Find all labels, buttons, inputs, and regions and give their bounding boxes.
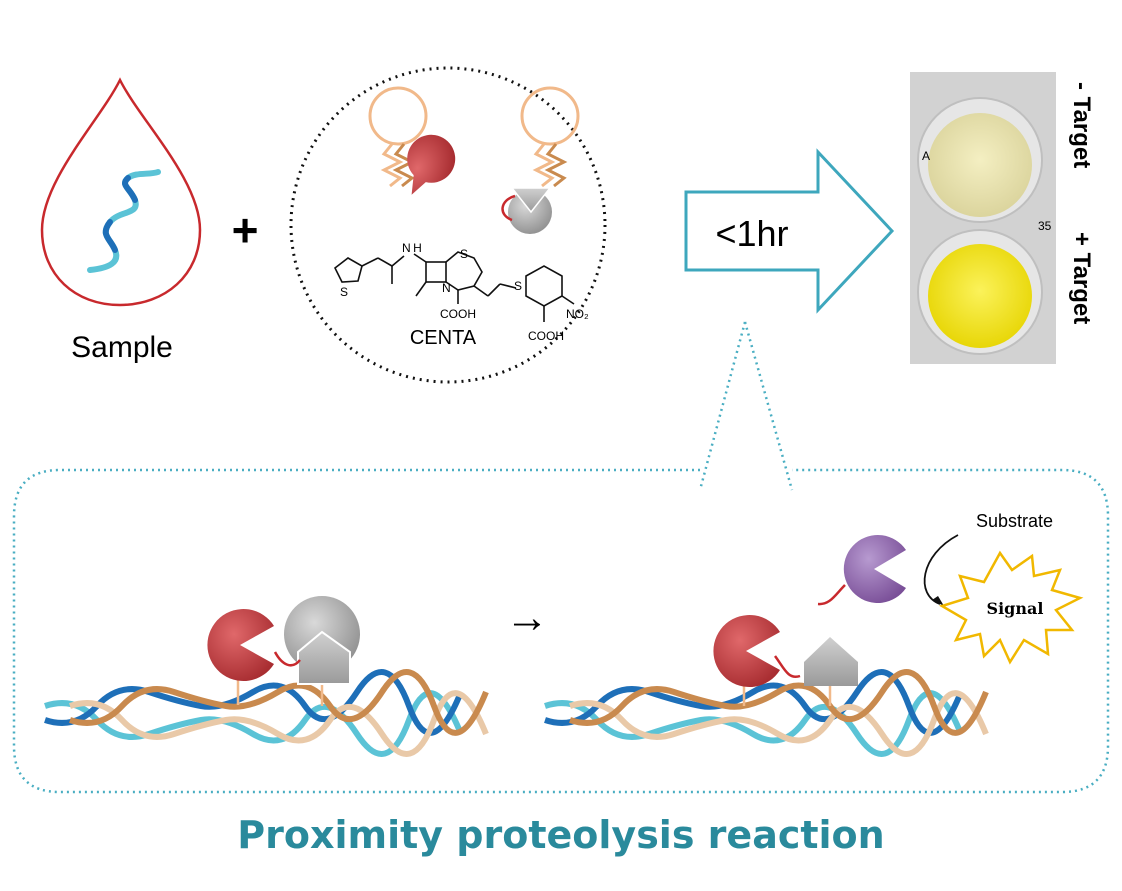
dna-helix-left [44,669,489,757]
reaction-arrow: → [505,593,549,642]
hairpin-loop-icon [368,86,428,146]
callout-pointer [698,321,794,491]
plate-digit: A [922,149,930,163]
bound-complex [207,596,360,706]
atom-s-linker: S [514,279,522,293]
probe-red-enzyme [368,86,456,195]
group-cooh-1: COOH [440,307,476,321]
sample-drop [40,77,202,307]
signal-burst-icon [938,550,1084,665]
red-enzyme-icon [407,134,456,195]
result-photo: A 35 [910,72,1056,364]
time-label: <1hr [715,213,788,254]
red-enzyme-icon [713,614,780,687]
cleaved-complex [713,535,906,706]
probe-gray-enzyme [501,86,580,234]
atom-s-ring: S [460,247,468,261]
caption-title: Proximity proteolysis reaction [237,813,884,857]
group-no2: NO₂ [566,307,589,321]
atom-nh: N H [402,241,422,255]
reaction-box [12,468,1110,794]
gray-inhibitor-icon [297,630,351,685]
drop-outline [40,77,202,307]
time-arrow [684,148,895,314]
plus-target-label: + Target [1068,232,1095,324]
signal-label: Signal [987,599,1044,618]
plate-digit: 35 [1038,219,1052,233]
substrate-label: Substrate [976,511,1053,531]
gray-enzyme-icon [508,190,552,234]
gray-inhibitor-icon [510,187,552,214]
minus-target-label: - Target [1068,82,1095,168]
purple-enzyme-icon [843,535,906,603]
red-enzyme-icon [207,609,274,681]
molecule-name: CENTA [410,327,477,349]
sample-label: Sample [71,331,173,364]
hairpin-loop-icon [520,86,580,146]
centa-atoms: S N H S N S COOH COOH NO₂ [340,241,589,343]
conversion-arrow [923,534,959,605]
atom-n: N [442,281,451,295]
dna-helix-right [544,669,989,757]
centa-structure [333,251,575,322]
reagent-circle [289,66,607,384]
gray-inhibitor-icon [804,637,858,686]
group-cooh-2: COOH [528,329,564,343]
plus-sign: + [232,204,259,256]
atom-s-thiophene: S [340,285,348,299]
